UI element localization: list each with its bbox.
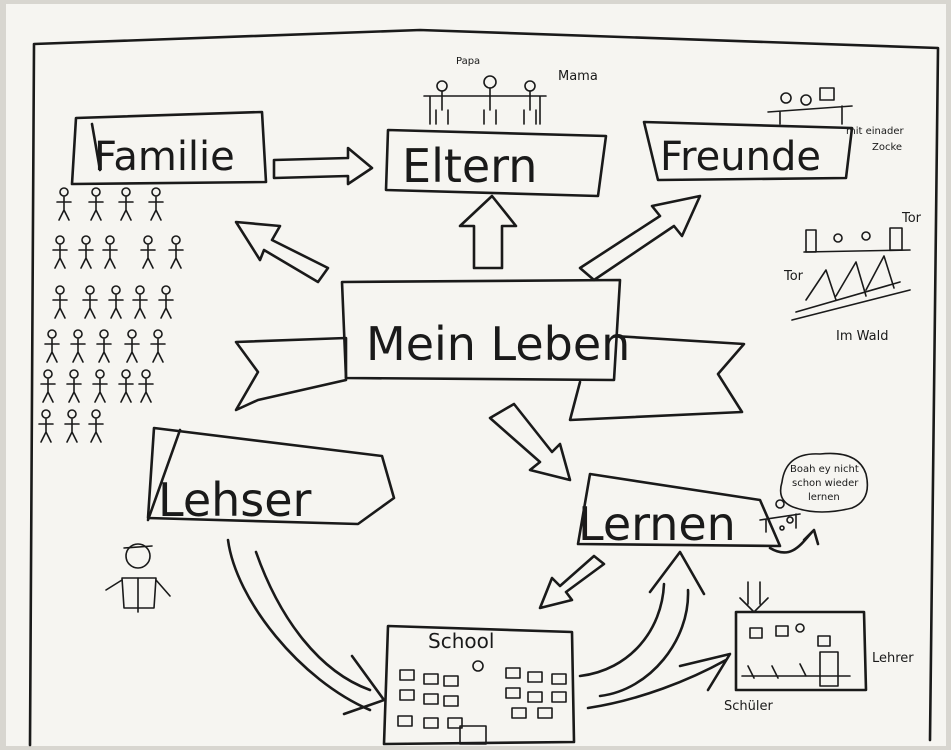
stick-figure [70,329,86,363]
stick-figure [88,409,104,443]
arrow-lernen-thought [768,528,820,554]
stick-figure [108,285,124,319]
freunde-label: Freunde [660,134,821,180]
lehrer-label: Lehser [158,473,312,527]
node-familie: Familie [70,110,268,186]
arrow-school-classroom [586,652,732,710]
stick-figure [96,329,112,363]
stick-figure [40,369,56,403]
arrow-center-eltern [458,194,518,270]
zocken-line1: mit einader [846,126,905,137]
stick-figure [82,285,98,319]
lernen-label: Lernen [578,497,736,551]
arrow-lernen-classroom [739,581,769,613]
thought-line2: schon wieder [792,478,859,489]
node-lernen: Lernen [576,472,782,551]
parents-drawing [423,75,547,125]
schueler-label: Schüler [724,699,773,714]
stick-figure [44,329,60,363]
stick-figure [158,285,174,319]
friends-gaming-drawing [767,87,853,125]
arrow-school-lernen [578,582,690,698]
familie-label: Familie [94,134,235,180]
center-banner: Mein Leben [234,278,746,422]
school-windows [397,667,567,745]
school-clock-icon [472,660,484,672]
thought-line3: lernen [808,492,840,503]
tor-top-label: Tor [901,211,922,226]
thought-line1: Boah ey nicht [790,464,859,475]
stick-figure [140,235,156,269]
arrow-lehrer-school-head [342,654,386,716]
arrow-center-familie [234,220,330,284]
arrow-center-freunde [578,194,702,282]
stick-figure [56,187,72,221]
arrow-center-lernen [488,402,572,482]
family-stick-figures [38,187,184,443]
stick-figure [92,369,108,403]
stick-figure [52,235,68,269]
arrow-familie-eltern [272,146,374,186]
school-label: School [428,629,494,653]
node-eltern: Eltern [384,128,608,198]
arrow-lernen-school [538,554,606,610]
stick-figure [148,187,164,221]
stick-figure [168,235,184,269]
stick-figure [102,235,118,269]
node-school: School [382,624,576,746]
stick-figure [64,409,80,443]
node-freunde: Freunde [642,120,854,182]
center-label: Mein Leben [366,317,630,371]
lehrer-small-label: Lehrer [872,651,914,666]
stick-figure [38,409,54,443]
eltern-label: Eltern [402,139,537,193]
student-desk-drawing [759,499,801,533]
forest-drawing [791,227,911,321]
page-border [28,28,940,747]
stick-figure [118,187,134,221]
stick-figure [88,187,104,221]
stick-figure [118,369,134,403]
stick-figure [52,285,68,319]
paper-sheet [6,4,946,746]
stick-figure [78,235,94,269]
stick-figure [138,369,154,403]
stick-figure [132,285,148,319]
arrows [226,146,820,716]
mama-label: Mama [558,69,598,84]
papa-label: Papa [456,56,480,67]
tor-left-label: Tor [783,269,804,284]
stick-figure [124,329,140,363]
thought-bubble: Boah ey nicht schon wieder lernen [779,452,869,531]
stick-figure [150,329,166,363]
zocken-line2: Zocke [872,142,902,153]
stick-figure [66,369,82,403]
arrow-school-lernen-head [648,550,706,596]
node-lehrer: Lehser [146,426,396,527]
arrow-lehrer-school [226,538,372,712]
classroom-drawing: Lehrer Schüler [724,610,914,714]
teacher-figure [105,543,171,613]
im-wald-label: Im Wald [836,329,888,344]
